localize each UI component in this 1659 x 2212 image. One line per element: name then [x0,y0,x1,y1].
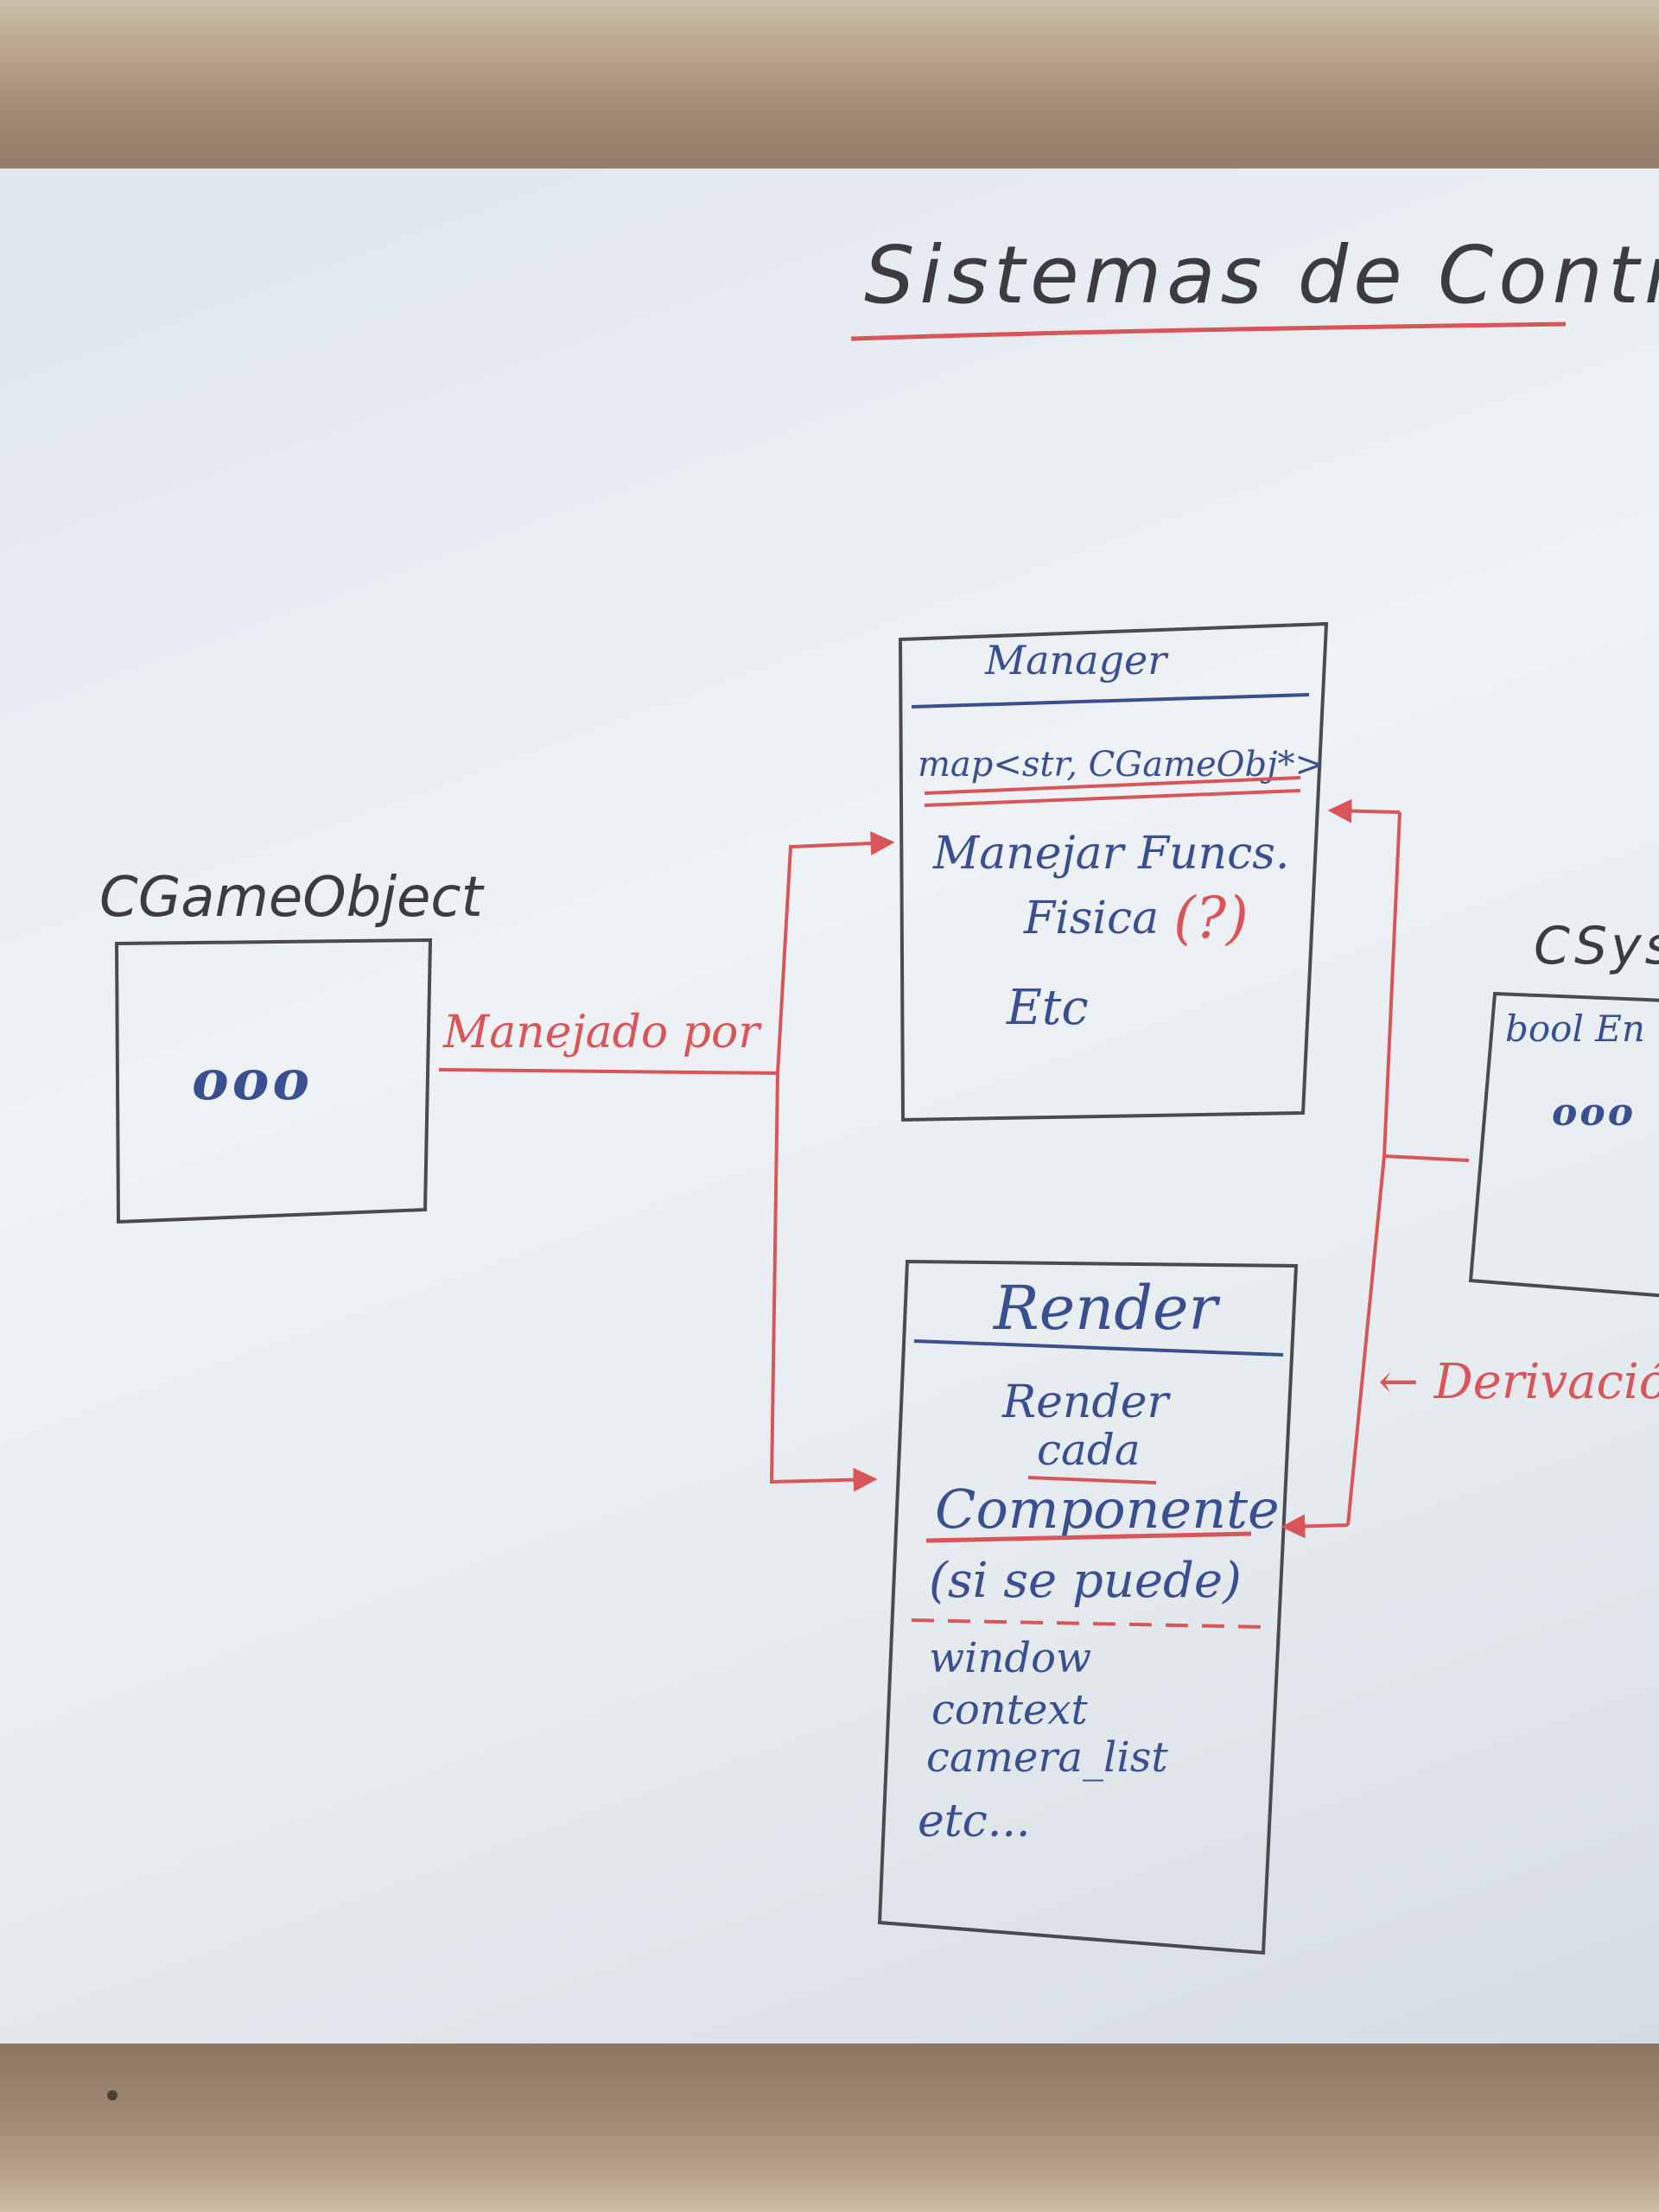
render-box [877,1259,1299,1955]
association-to-render-arrow [769,1072,878,1492]
frame-mark [107,2090,118,2101]
whiteboard-frame-top [0,0,1659,181]
render-method-underline-cada [1027,1476,1157,1484]
association-label: Manejado por [442,1007,762,1058]
manager-name-divider [911,693,1310,709]
csystem-body: ooo [1552,1090,1636,1135]
render-class-name: Render [992,1273,1220,1344]
csystem-box [1468,991,1659,1298]
manager-method-physics-question: (?) [1173,885,1249,951]
manager-method-etc: Etc [1006,980,1089,1036]
whiteboard-surface [0,168,1659,2052]
association-line [438,1068,779,1075]
render-method-line-3: Componente [935,1478,1280,1541]
render-name-divider [913,1339,1284,1357]
derivation-from-csystem [1383,1154,1470,1162]
render-attribute-camera-list: camera_list [926,1733,1168,1782]
manager-method-handle-funcs: Manejar Funcs. [932,828,1289,880]
title-underline [850,321,1567,341]
render-method-line-4: (si se puede) [929,1553,1242,1609]
render-method-underline-componente [925,1531,1252,1543]
derivation-trunk [1346,811,1402,1526]
render-attribute-window: window [929,1634,1091,1682]
manager-attribute-underline-2 [924,789,1301,807]
render-method-line-2: cada [1037,1425,1141,1475]
gameobject-body: ooo [192,1048,313,1113]
gameobject-class-name: CGameObject [99,866,486,930]
csystem-attribute: bool En [1505,1007,1645,1050]
association-to-manager-arrow [776,830,895,1074]
csystem-class-name: CSys [1534,916,1659,976]
derivation-to-manager-arrow [1327,798,1401,823]
gameobject-box [114,938,433,1224]
manager-box [898,621,1329,1122]
derivation-label: ← Derivació [1378,1354,1659,1410]
whiteboard-frame-bottom [0,2044,1659,2212]
render-attribute-etc: etc... [918,1796,1030,1847]
derivation-to-render-arrow [1281,1514,1349,1539]
render-dashed-divider [911,1618,1267,1629]
render-attribute-context: context [931,1686,1088,1734]
manager-attribute-underline-1 [924,776,1301,795]
diagram-title: Sistemas de Control [864,229,1659,321]
manager-class-name: Manager [984,637,1169,683]
render-method-line-1: Render [1001,1376,1171,1428]
manager-method-physics: Fisica [1023,893,1159,944]
